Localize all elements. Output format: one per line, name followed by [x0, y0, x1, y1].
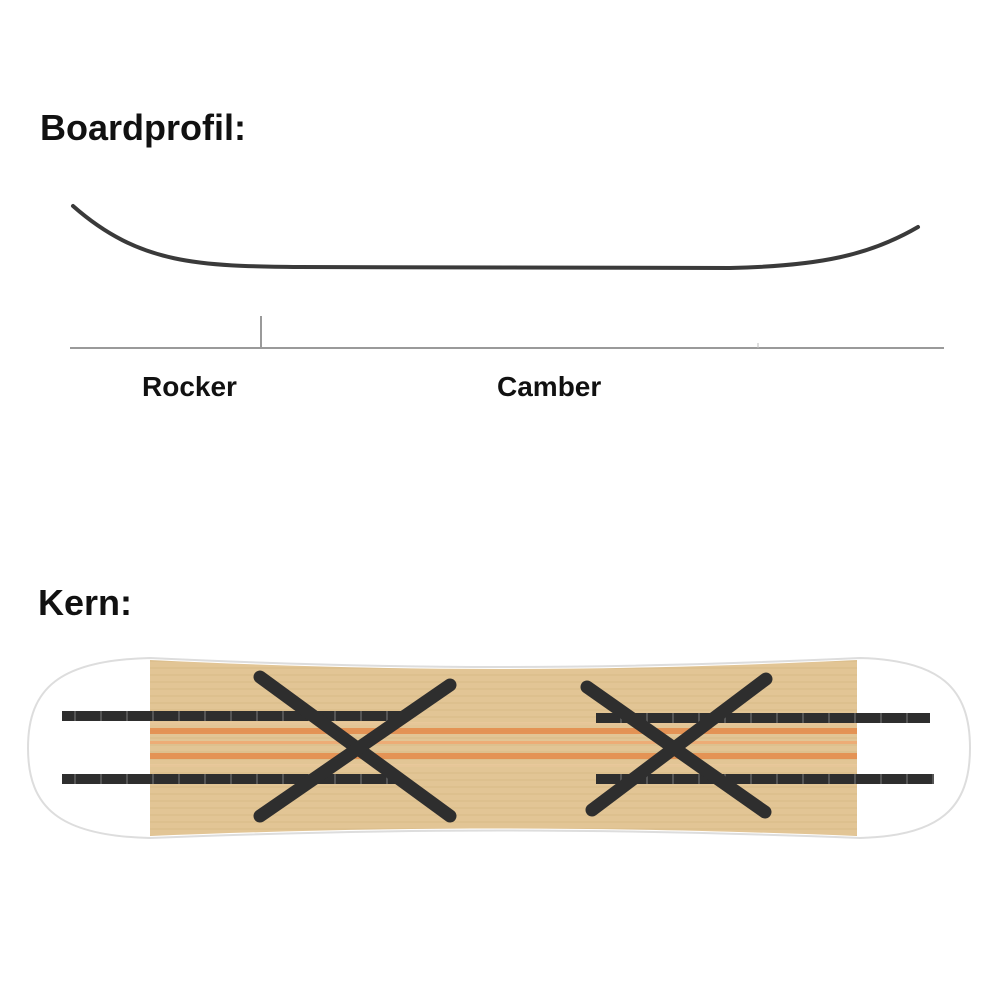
rocker-label: Rocker [142, 371, 237, 402]
core-heading: Kern: [38, 582, 133, 623]
core-stringers [150, 722, 857, 767]
camber-label: Camber [497, 371, 602, 402]
board-profile-diagram [70, 204, 944, 349]
wood-core [150, 660, 857, 836]
profile-curve [71, 204, 920, 271]
board-profile-heading: Boardprofil: [40, 107, 246, 148]
carbon-strips-right [580, 672, 934, 819]
carbon-strips-left [62, 670, 457, 823]
